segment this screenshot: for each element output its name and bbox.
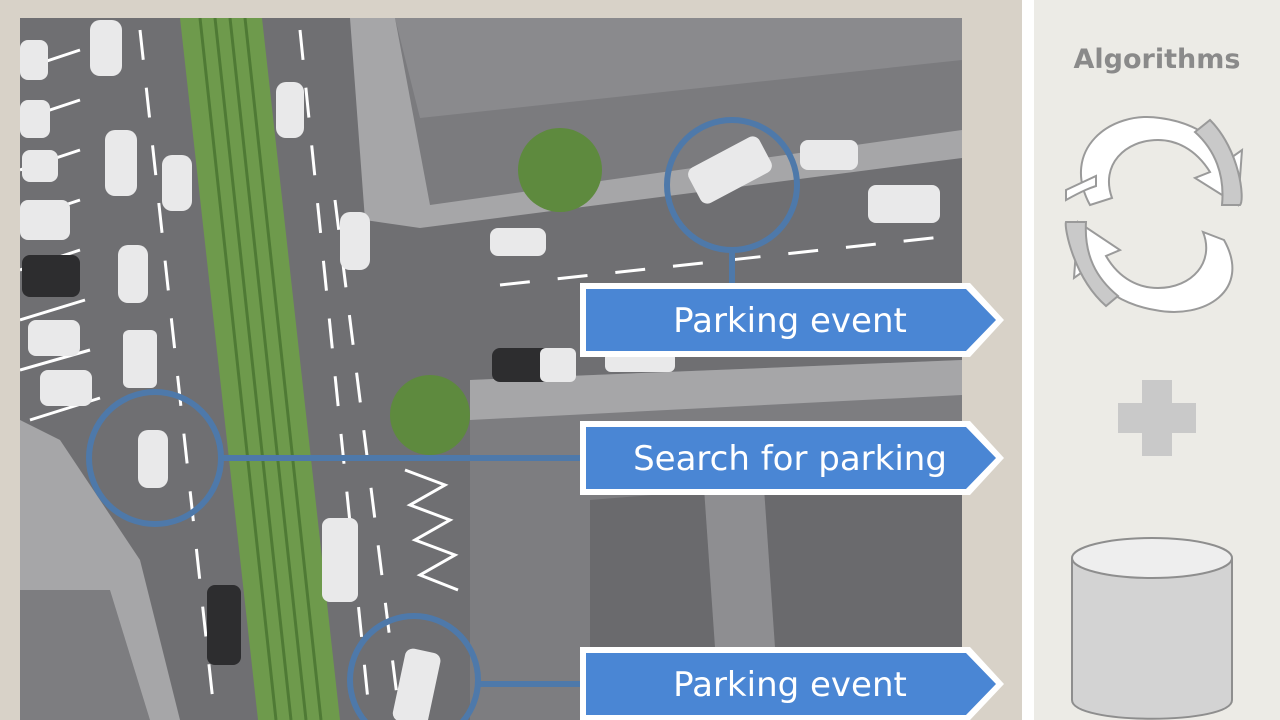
callout-middle-label: Search for parking bbox=[633, 439, 947, 479]
building-left bbox=[20, 590, 150, 720]
tree-top bbox=[518, 128, 602, 212]
sidebar-panel: Algorithms bbox=[1022, 0, 1280, 720]
sidebar-title: Algorithms bbox=[1074, 44, 1241, 75]
callout-bottom: Parking event bbox=[580, 647, 1004, 720]
refresh-cycle-icon bbox=[1064, 116, 1244, 313]
crosswalk bbox=[404, 468, 459, 592]
tram-tracks bbox=[198, 18, 323, 720]
map bbox=[20, 18, 962, 720]
database-cylinder-icon bbox=[1071, 537, 1233, 720]
lane-markings bbox=[138, 29, 961, 720]
parked-cars bbox=[20, 20, 940, 720]
sidewalk-bottom bbox=[470, 360, 962, 420]
callout-middle: Search for parking bbox=[580, 421, 1004, 495]
callout-bottom-label: Parking event bbox=[673, 665, 907, 705]
building-roof-top bbox=[395, 18, 962, 118]
tree-middle bbox=[390, 375, 470, 455]
ring-bottom bbox=[347, 613, 481, 720]
callout-top: Parking event bbox=[580, 283, 1004, 357]
sidewalk-top bbox=[350, 18, 962, 228]
callout-top-label: Parking event bbox=[673, 301, 907, 341]
plus-icon bbox=[1118, 380, 1196, 456]
